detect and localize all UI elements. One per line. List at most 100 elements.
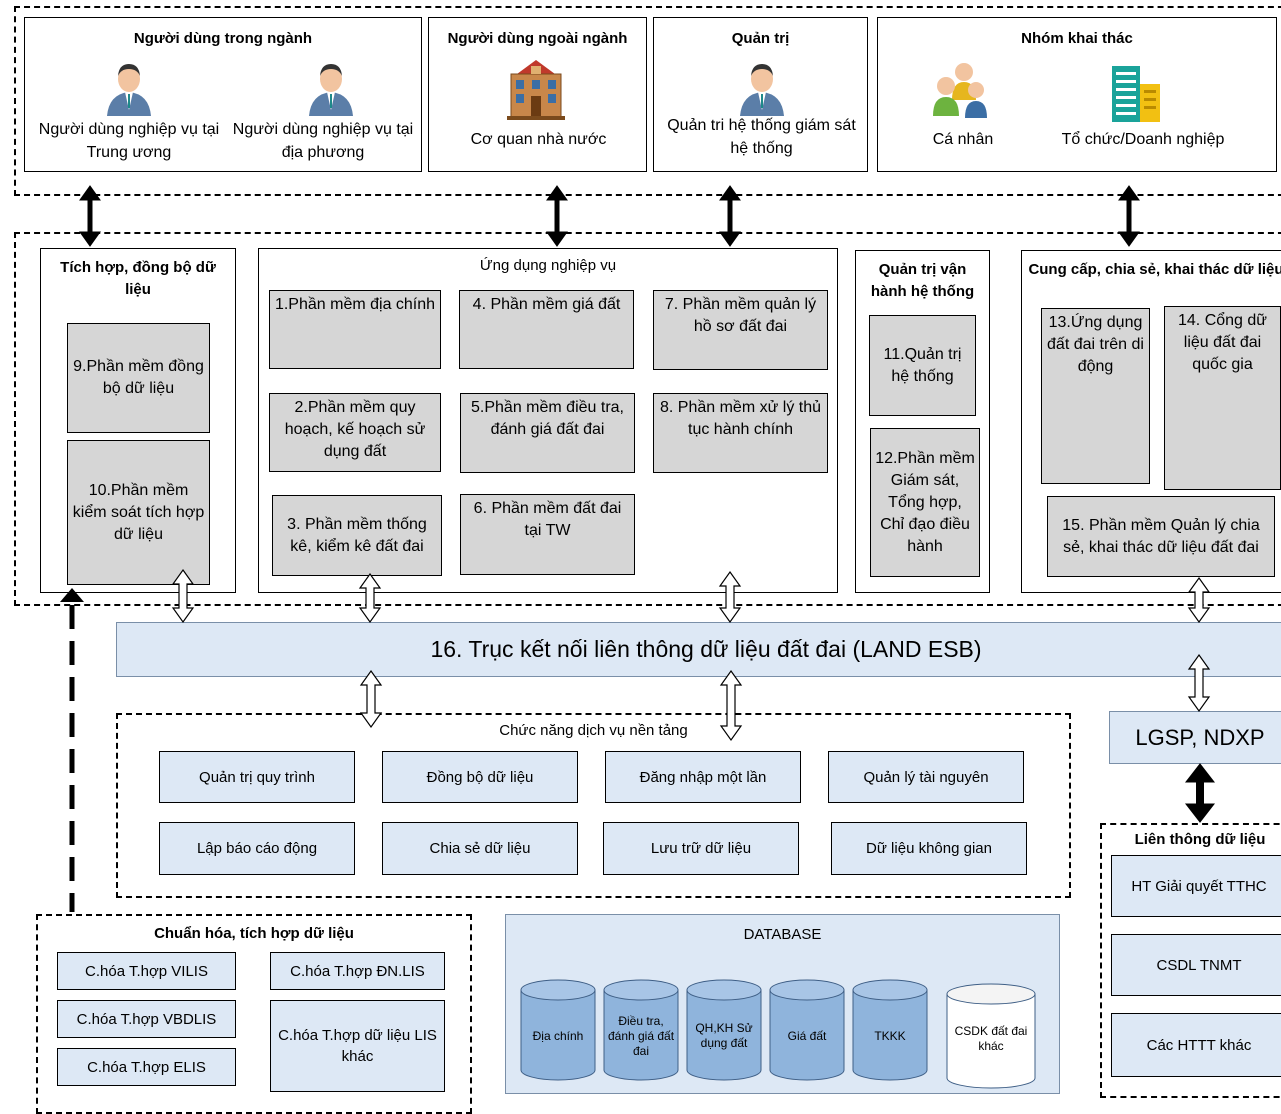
applications-region <box>14 232 1281 606</box>
platform-services-title: Chức năng dịch vụ nền tảng <box>499 722 688 739</box>
workflow-admin-box: Quản trị quy trình <box>159 751 355 803</box>
interconnect-region <box>1100 823 1281 1098</box>
app-3-label: 3. Phần mềm thống kê, kiểm kê đất đai <box>287 515 427 555</box>
cylinder-cadastral <box>520 979 596 1081</box>
user-icon <box>301 58 361 118</box>
data-portal-label: 14. Cổng dữ liệu đất đai quốc gia <box>1178 312 1267 373</box>
vbdlis-box: C.hóa T.hợp VBDLIS <box>57 1000 236 1038</box>
arrow-standardization-integration <box>60 588 84 912</box>
other-systems-box: Các HTTT khác <box>1111 1013 1281 1077</box>
admin-desc: Quản tri hệ thống giám sát hệ thống <box>667 117 856 157</box>
vilis-box: C.hóa T.hợp VILIS <box>57 952 236 990</box>
app-5-label: 5.Phần mềm điều tra, đánh giá đất đai <box>471 399 624 438</box>
data-storage-box: Lưu trữ dữ liệu <box>603 822 799 875</box>
data-storage-label: Lưu trữ dữ liệu <box>650 840 752 857</box>
other-lis-label: C.hóa T.hợp dữ liệu LIS khác <box>278 1027 437 1065</box>
vbdlis-label: C.hóa T.hợp VBDLIS <box>76 1010 217 1028</box>
arrow-external-users <box>546 185 568 247</box>
state-agency-label: Cơ quan nhà nước <box>470 131 607 148</box>
arrow-internal-users <box>79 185 101 247</box>
system-admin-label: 11.Quản trị hệ thống <box>883 345 962 385</box>
tthc-box: HT Giải quyết TTHC <box>1111 855 1281 917</box>
lgsp-box: LGSP, NDXP <box>1109 711 1281 764</box>
hollow-arrow-business-esb-2 <box>718 570 742 624</box>
other-systems-label: Các HTTT khác <box>1146 1036 1252 1054</box>
mobile-app-box: 13.Ứng dụng đất đai trên di động <box>1041 308 1150 484</box>
cylinder-survey <box>603 979 679 1081</box>
monitoring-label: 12.Phần mềm Giám sát, Tổng hợp, Chỉ đạo … <box>875 449 975 555</box>
people-group-icon <box>928 60 992 122</box>
app-6-box: 6. Phần mềm đất đai tại TW <box>460 494 635 575</box>
central-user-label: Người dùng nghiệp vụ tại Trung ương <box>38 121 220 161</box>
app-1-label: 1.Phần mềm địa chính <box>274 296 436 313</box>
standardization-title: Chuẩn hóa, tích hợp dữ liệu <box>154 925 354 942</box>
exploit-group-panel: Nhóm khai thác Cá nhân Tổ chức/Doanh ngh… <box>877 17 1277 172</box>
app-5-box: 5.Phần mềm điều tra, đánh giá đất đai <box>460 393 635 473</box>
hollow-arrow-esb-platform <box>359 669 383 729</box>
elis-box: C.hóa T.hợp ELIS <box>57 1048 236 1086</box>
data-sync-label: Đồng bộ dữ liệu <box>426 768 534 786</box>
workflow-admin-label: Quản trị quy trình <box>199 768 315 786</box>
office-building-icon <box>1108 62 1164 124</box>
lgsp-label: LGSP, NDXP <box>1135 724 1265 750</box>
dnlis-box: C.hóa T.hợp ĐN.LIS <box>270 952 445 990</box>
arrow-exploit-group <box>1118 185 1140 247</box>
business-apps-title: Ứng dụng nghiệp vụ <box>479 257 617 274</box>
csdl-tnmt-label: CSDL TNMT <box>1156 956 1242 974</box>
mobile-app-label: 13.Ứng dụng đất đai trên di động <box>1047 314 1144 375</box>
cylinder-other-land-db <box>946 983 1036 1089</box>
app-3-box: 3. Phần mềm thống kê, kiểm kê đất đai <box>272 495 442 576</box>
internal-users-title: Người dùng trong ngành <box>133 30 313 47</box>
vilis-label: C.hóa T.hợp VILIS <box>85 962 208 980</box>
hollow-arrow-integration-esb <box>171 568 195 624</box>
user-icon <box>732 58 792 118</box>
dynamic-report-box: Lập báo cáo động <box>159 822 355 875</box>
data-share-label: Chia sẻ dữ liệu <box>429 840 531 857</box>
resource-mgmt-label: Quản lý tài nguyên <box>863 768 989 786</box>
integration-title: Tích hợp, đồng bộ dữ liệu <box>60 259 216 298</box>
cylinder-planning <box>686 979 762 1081</box>
cylinder-land-price <box>769 979 845 1081</box>
local-user-label: Người dùng nghiệp vụ tại địa phương <box>232 121 414 161</box>
arrow-admin <box>719 185 741 247</box>
other-lis-box: C.hóa T.hợp dữ liệu LIS khác <box>270 1000 445 1092</box>
sharing-software-box: 15. Phần mềm Quản lý chia sẻ, khai thác … <box>1047 496 1275 577</box>
db-land-price-label: Giá đất <box>787 1028 827 1043</box>
hollow-arrow-esb-lgsp <box>1187 653 1211 713</box>
sync-software-label: 9.Phần mềm đồng bộ dữ liệu <box>73 358 204 397</box>
data-share-box: Chia sẻ dữ liệu <box>382 822 578 875</box>
spatial-data-box: Dữ liệu không gian <box>831 822 1027 875</box>
db-planning-label: QH,KH Sử dụng đất <box>695 1021 753 1050</box>
app-4-label: 4. Phần mềm giá đất <box>472 296 621 313</box>
data-sync-box: Đồng bộ dữ liệu <box>382 751 578 803</box>
sso-box: Đăng nhập một lần <box>605 751 801 803</box>
elis-label: C.hóa T.hợp ELIS <box>87 1058 206 1076</box>
app-8-box: 8. Phần mềm xử lý thủ tục hành chính <box>653 393 828 473</box>
operation-title: Quản trị vận hành hệ thống <box>870 261 975 300</box>
integration-control-box: 10.Phần mềm kiểm soát tích hợp dữ liệu <box>67 440 210 585</box>
arrow-lgsp-interconnect <box>1184 763 1216 823</box>
dynamic-report-label: Lập báo cáo động <box>196 840 318 857</box>
external-users-panel: Người dùng ngoài ngành Cơ quan nhà nước <box>428 17 647 172</box>
hollow-arrow-esb-platform-2 <box>719 669 743 742</box>
users-region <box>14 6 1281 196</box>
internal-users-panel: Người dùng trong ngành Người dùng nghiệp… <box>24 17 422 172</box>
personal-label: Cá nhân <box>932 131 994 148</box>
cylinder-statistics <box>852 979 928 1081</box>
enterprise-label: Tổ chức/Doanh nghiệp <box>1061 131 1225 148</box>
sso-label: Đăng nhập một lần <box>639 768 767 786</box>
land-esb-label: 16. Trục kết nối liên thông dữ liệu đất … <box>430 636 982 662</box>
spatial-data-label: Dữ liệu không gian <box>866 840 992 857</box>
app-2-label: 2.Phần mềm quy hoạch, kế hoạch sử dụng đ… <box>284 399 426 460</box>
admin-title: Quản trị <box>731 30 790 47</box>
database-title: DATABASE <box>743 926 822 943</box>
db-other-label: CSDK đất đai khác <box>954 1024 1028 1053</box>
system-admin-box: 11.Quản trị hệ thống <box>869 315 976 416</box>
monitoring-box: 12.Phần mềm Giám sát, Tổng hợp, Chỉ đạo … <box>870 428 980 577</box>
admin-panel: Quản trị Quản tri hệ thống giám sát hệ t… <box>653 17 868 172</box>
hollow-arrow-sharing-esb <box>1187 576 1211 624</box>
sync-software-box: 9.Phần mềm đồng bộ dữ liệu <box>67 323 210 433</box>
db-survey-label: Điều tra, đánh giá đất đai <box>607 1013 675 1058</box>
